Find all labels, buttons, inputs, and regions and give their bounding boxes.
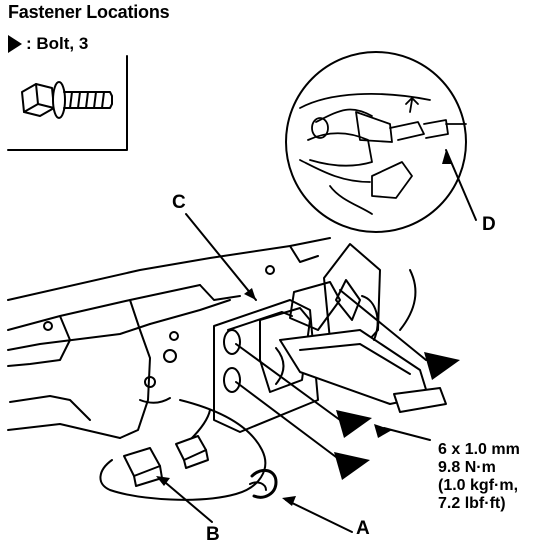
label-b: B	[206, 524, 220, 545]
bolt-marker-lower	[334, 452, 370, 480]
label-d: D	[482, 214, 496, 235]
hood-latch	[279, 243, 447, 413]
leader-c	[185, 213, 257, 301]
bolt-legend: : Bolt, 3	[8, 34, 88, 54]
bolt-legend-text: : Bolt, 3	[26, 34, 89, 53]
spec-torque-lbfft: 7.2 lbf·ft)	[438, 495, 506, 512]
connector-b	[123, 435, 209, 487]
spec-torque-kgfm: (1.0 kgf·m,	[438, 477, 519, 494]
bolt-triangle-icon	[8, 35, 22, 53]
radiator-support-frame	[7, 237, 331, 439]
bolt-leader-2	[235, 381, 341, 461]
spec-arrowhead	[374, 424, 392, 438]
clip-a	[249, 468, 278, 499]
detail-connector	[299, 92, 467, 215]
spec-torque-nm: 9.8 N·m	[438, 459, 496, 476]
bolt-leader-1	[235, 343, 341, 421]
torque-spec: 6 x 1.0 mm 9.8 N·m (1.0 kgf·m, 7.2 lbf·f…	[438, 441, 520, 513]
label-c: C	[172, 192, 186, 213]
detail-circle	[285, 51, 467, 233]
leader-a	[285, 499, 353, 533]
label-a: A	[356, 518, 370, 539]
leader-arrowheads	[156, 150, 452, 506]
spec-bolt-size: 6 x 1.0 mm	[438, 441, 520, 458]
bolt-icon	[21, 81, 113, 119]
bolt-leader-3	[339, 289, 427, 361]
bolt-triangle-markers	[334, 352, 460, 480]
bolt-marker-middle	[336, 410, 372, 438]
leader-b	[159, 477, 213, 523]
diagram-title: Fastener Locations	[8, 2, 170, 22]
legend-box-border	[7, 55, 128, 151]
bolt-marker-upper	[424, 352, 460, 380]
